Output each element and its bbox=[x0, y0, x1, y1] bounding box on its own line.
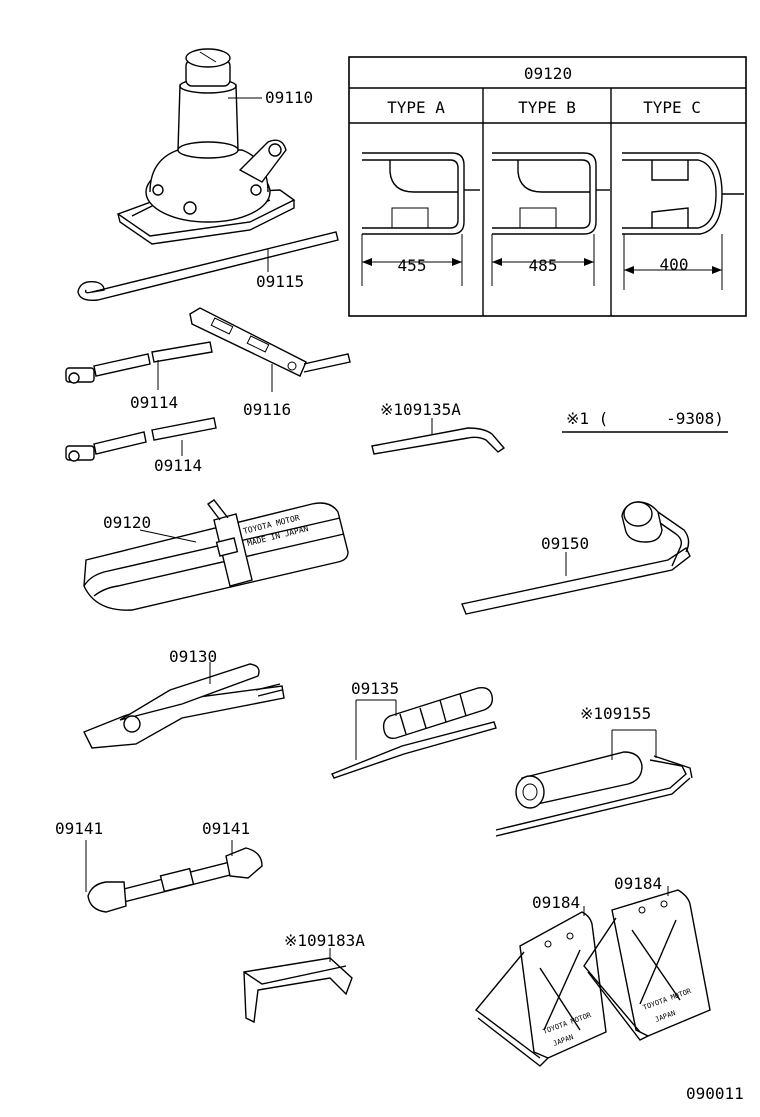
label-jack: 09110 bbox=[265, 88, 313, 107]
spanner-illustration bbox=[85, 840, 263, 913]
pliers-illustration bbox=[83, 662, 285, 749]
label-spanner-left: 09141 bbox=[55, 819, 103, 838]
table-type-b: TYPE B bbox=[518, 98, 576, 117]
screwdriver-illustration bbox=[331, 686, 497, 779]
label-spanner-right: 09141 bbox=[202, 819, 250, 838]
pin-illustration bbox=[371, 418, 506, 455]
label-socket-wrench: ※109155 bbox=[580, 704, 651, 723]
label-pin: ※109135A bbox=[380, 400, 461, 419]
extension-bar-upper bbox=[65, 341, 213, 390]
clip-illustration bbox=[243, 948, 353, 1024]
leader-tool-bag bbox=[139, 529, 197, 543]
label-wheel-wrench: 09150 bbox=[541, 534, 589, 553]
type-table bbox=[348, 56, 747, 317]
table-dim-b: 485 bbox=[529, 256, 558, 275]
label-jack-handle: 09115 bbox=[256, 272, 304, 291]
table-dim-a: 455 bbox=[398, 256, 427, 275]
label-handle-bar: 09116 bbox=[243, 400, 291, 419]
socket-wrench-illustration bbox=[495, 729, 693, 837]
label-chock-left: 09184 bbox=[532, 893, 580, 912]
wheel-chock-right bbox=[583, 886, 711, 1041]
label-screwdriver: 09135 bbox=[351, 679, 399, 698]
label-chock-right: 09184 bbox=[614, 874, 662, 893]
handle-bar-illustration bbox=[189, 307, 351, 392]
figure-code: 090011 bbox=[686, 1084, 744, 1103]
label-extension-lower: 09114 bbox=[154, 456, 202, 475]
jack-illustration bbox=[116, 48, 296, 245]
table-type-c: TYPE C bbox=[643, 98, 701, 117]
table-title: 09120 bbox=[524, 64, 572, 83]
table-type-a: TYPE A bbox=[387, 98, 445, 117]
wheel-wrench-illustration bbox=[461, 501, 691, 615]
note-text: ※1 ( -9308) bbox=[566, 409, 724, 428]
extension-bar-lower bbox=[65, 417, 217, 462]
label-pliers: 09130 bbox=[169, 647, 217, 666]
wheel-chock-left bbox=[474, 906, 607, 1067]
jack-handle-illustration bbox=[77, 231, 339, 302]
label-clip: ※109183A bbox=[284, 931, 365, 950]
tool-bag-illustration bbox=[83, 499, 349, 611]
label-tool-bag: 09120 bbox=[103, 513, 151, 532]
label-extension-upper: 09114 bbox=[130, 393, 178, 412]
table-dim-c: 400 bbox=[660, 255, 689, 274]
